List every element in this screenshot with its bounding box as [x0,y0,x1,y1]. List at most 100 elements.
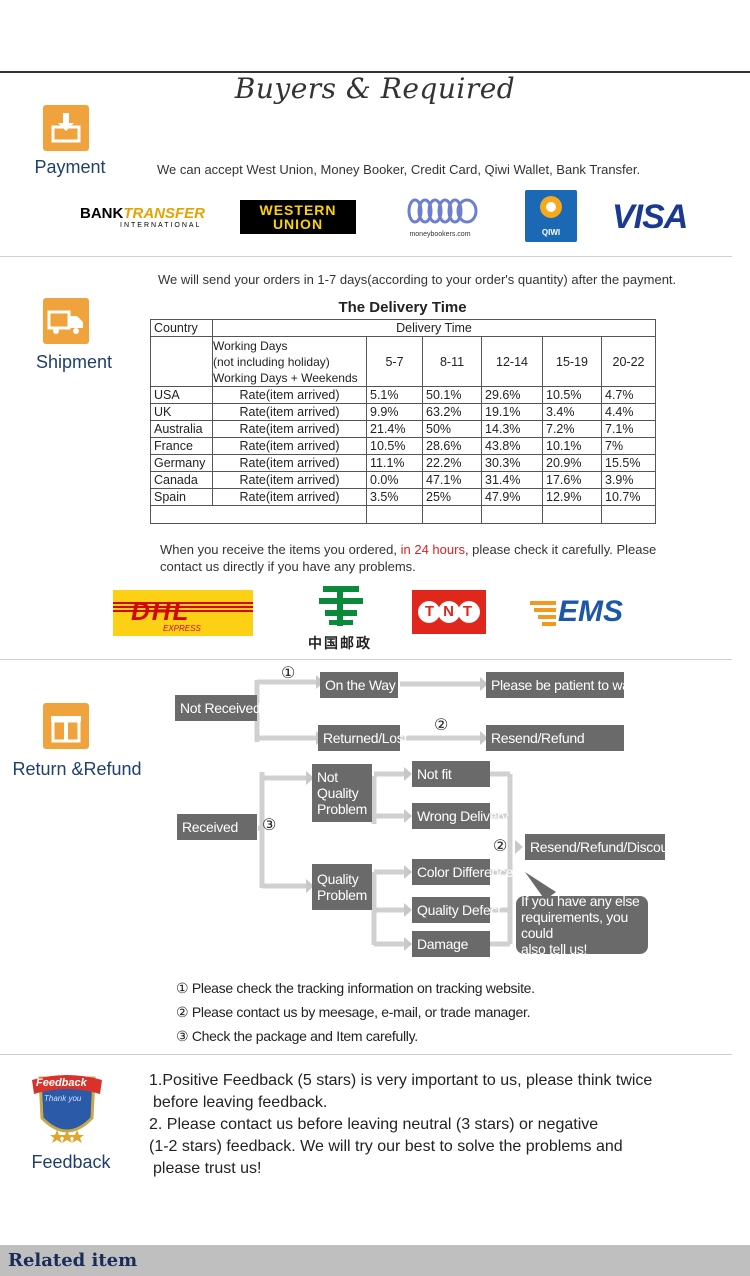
rate-label-cell: Rate(item arrived) [212,420,367,438]
step-marker-2: ② [434,717,449,734]
rate-value-cell: 19.1% [481,403,543,421]
table-cell [366,505,423,524]
rate-label-cell: Rate(item arrived) [212,454,367,472]
table-cell [542,505,602,524]
payment-label: Payment [34,157,106,177]
rate-label-cell: Rate(item arrived) [212,403,367,421]
gift-icon [43,703,89,749]
step-marker-3: ③ [262,817,277,834]
china-post-logo: 中国邮政 [290,582,390,652]
table-cell [481,505,543,524]
rate-value-cell: 10.5% [366,437,423,455]
rate-value-cell: 28.6% [422,437,482,455]
rate-value-cell: 14.3% [481,420,543,438]
note-1: ① Please check the tracking information … [176,980,535,996]
rate-value-cell: 30.3% [481,454,543,472]
rate-value-cell: 50.1% [422,386,482,404]
return-label: Return &Refund [12,759,142,779]
rate-value-cell: 17.6% [542,471,602,489]
qiwi-logo: QIWI [525,190,577,242]
rate-label-cell: Rate(item arrived) [212,488,367,506]
note-3: ③ Check the package and Item carefully. [176,1028,418,1044]
table-cell [150,505,367,524]
rate-value-cell: 63.2% [422,403,482,421]
payment-text: We can accept West Union, Money Booker, … [157,162,641,177]
not-received-box: Not Received [175,695,261,721]
rate-value-cell: 3.9% [601,471,656,489]
divider [0,659,732,660]
country-cell: Australia [150,420,213,438]
working-days-cell: Working Days (not including holiday) Wor… [212,336,367,387]
range-header: 20-22 [601,336,656,387]
bank-transfer-logo: BANKTRANSFER INTERNATIONAL [80,205,206,229]
rate-value-cell: 7.1% [601,420,656,438]
feedback-text: 1.Positive Feedback (5 stars) is very im… [149,1072,653,1177]
rate-value-cell: 11.1% [366,454,423,472]
quality-defect-box: Quality Defect [412,897,501,923]
rate-value-cell: 50% [422,420,482,438]
shipment-label: Shipment [35,352,113,372]
page-title: Buyers & Required [234,72,516,105]
rate-value-cell: 15.5% [601,454,656,472]
step-marker-1: ① [281,665,296,682]
received-box: Received [177,814,257,840]
rate-value-cell: 20.9% [542,454,602,472]
flow-connectors [254,675,556,951]
note-2: ② Please contact us by meesage, e-mail, … [176,1004,531,1020]
table-header-delivery: Delivery Time [212,319,656,337]
feedback-label: Feedback [31,1152,111,1172]
resend-refund-discount-box: Resend/Refund/Discount [525,834,679,860]
rate-label-cell: Rate(item arrived) [212,437,367,455]
rate-value-cell: 47.9% [481,488,543,506]
moneybookers-logo: moneybookers.com [395,196,485,240]
rate-value-cell: 4.7% [601,386,656,404]
rate-value-cell: 47.1% [422,471,482,489]
resend-refund-box: Resend/Refund [486,725,624,751]
rate-value-cell: 10.7% [601,488,656,506]
step-marker-2: ② [493,838,508,855]
table-cell [601,505,656,524]
top-divider [0,71,750,73]
shipment-text: We will send your orders in 1-7 days(acc… [158,272,677,287]
country-cell: UK [150,403,213,421]
truck-icon [43,298,89,344]
range-header: 15-19 [542,336,602,387]
rate-label-cell: Rate(item arrived) [212,471,367,489]
table-header-country: Country [150,319,213,337]
related-items-heading[interactable]: Related item [8,1250,138,1271]
country-cell: Spain [150,488,213,506]
country-cell: USA [150,386,213,404]
rate-value-cell: 22.2% [422,454,482,472]
rate-value-cell: 12.9% [542,488,602,506]
rate-value-cell: 3.4% [542,403,602,421]
rate-value-cell: 10.1% [542,437,602,455]
highlight-text: in 24 hours [400,542,465,557]
rate-value-cell: 4.4% [601,403,656,421]
visa-logo: VISA [612,198,688,236]
table-cell [422,505,482,524]
tnt-logo: TNT [412,590,486,634]
moneybookers-waves-icon [407,198,478,224]
rate-value-cell: 10.5% [542,386,602,404]
country-cell: France [150,437,213,455]
rate-value-cell: 9.9% [366,403,423,421]
rate-value-cell: 29.6% [481,386,543,404]
dhl-logo: DHL EXPRESS [113,590,253,636]
rate-label-cell: Rate(item arrived) [212,386,367,404]
rate-value-cell: 25% [422,488,482,506]
rate-value-cell: 5.1% [366,386,423,404]
color-difference-box: Color Difference [412,859,513,885]
rate-value-cell: 7% [601,437,656,455]
returned-lost-box: Returned/Lost [318,725,407,751]
rate-value-cell: 0.0% [366,471,423,489]
table-cell [150,336,213,387]
rate-value-cell: 3.5% [366,488,423,506]
rate-value-cell: 7.2% [542,420,602,438]
